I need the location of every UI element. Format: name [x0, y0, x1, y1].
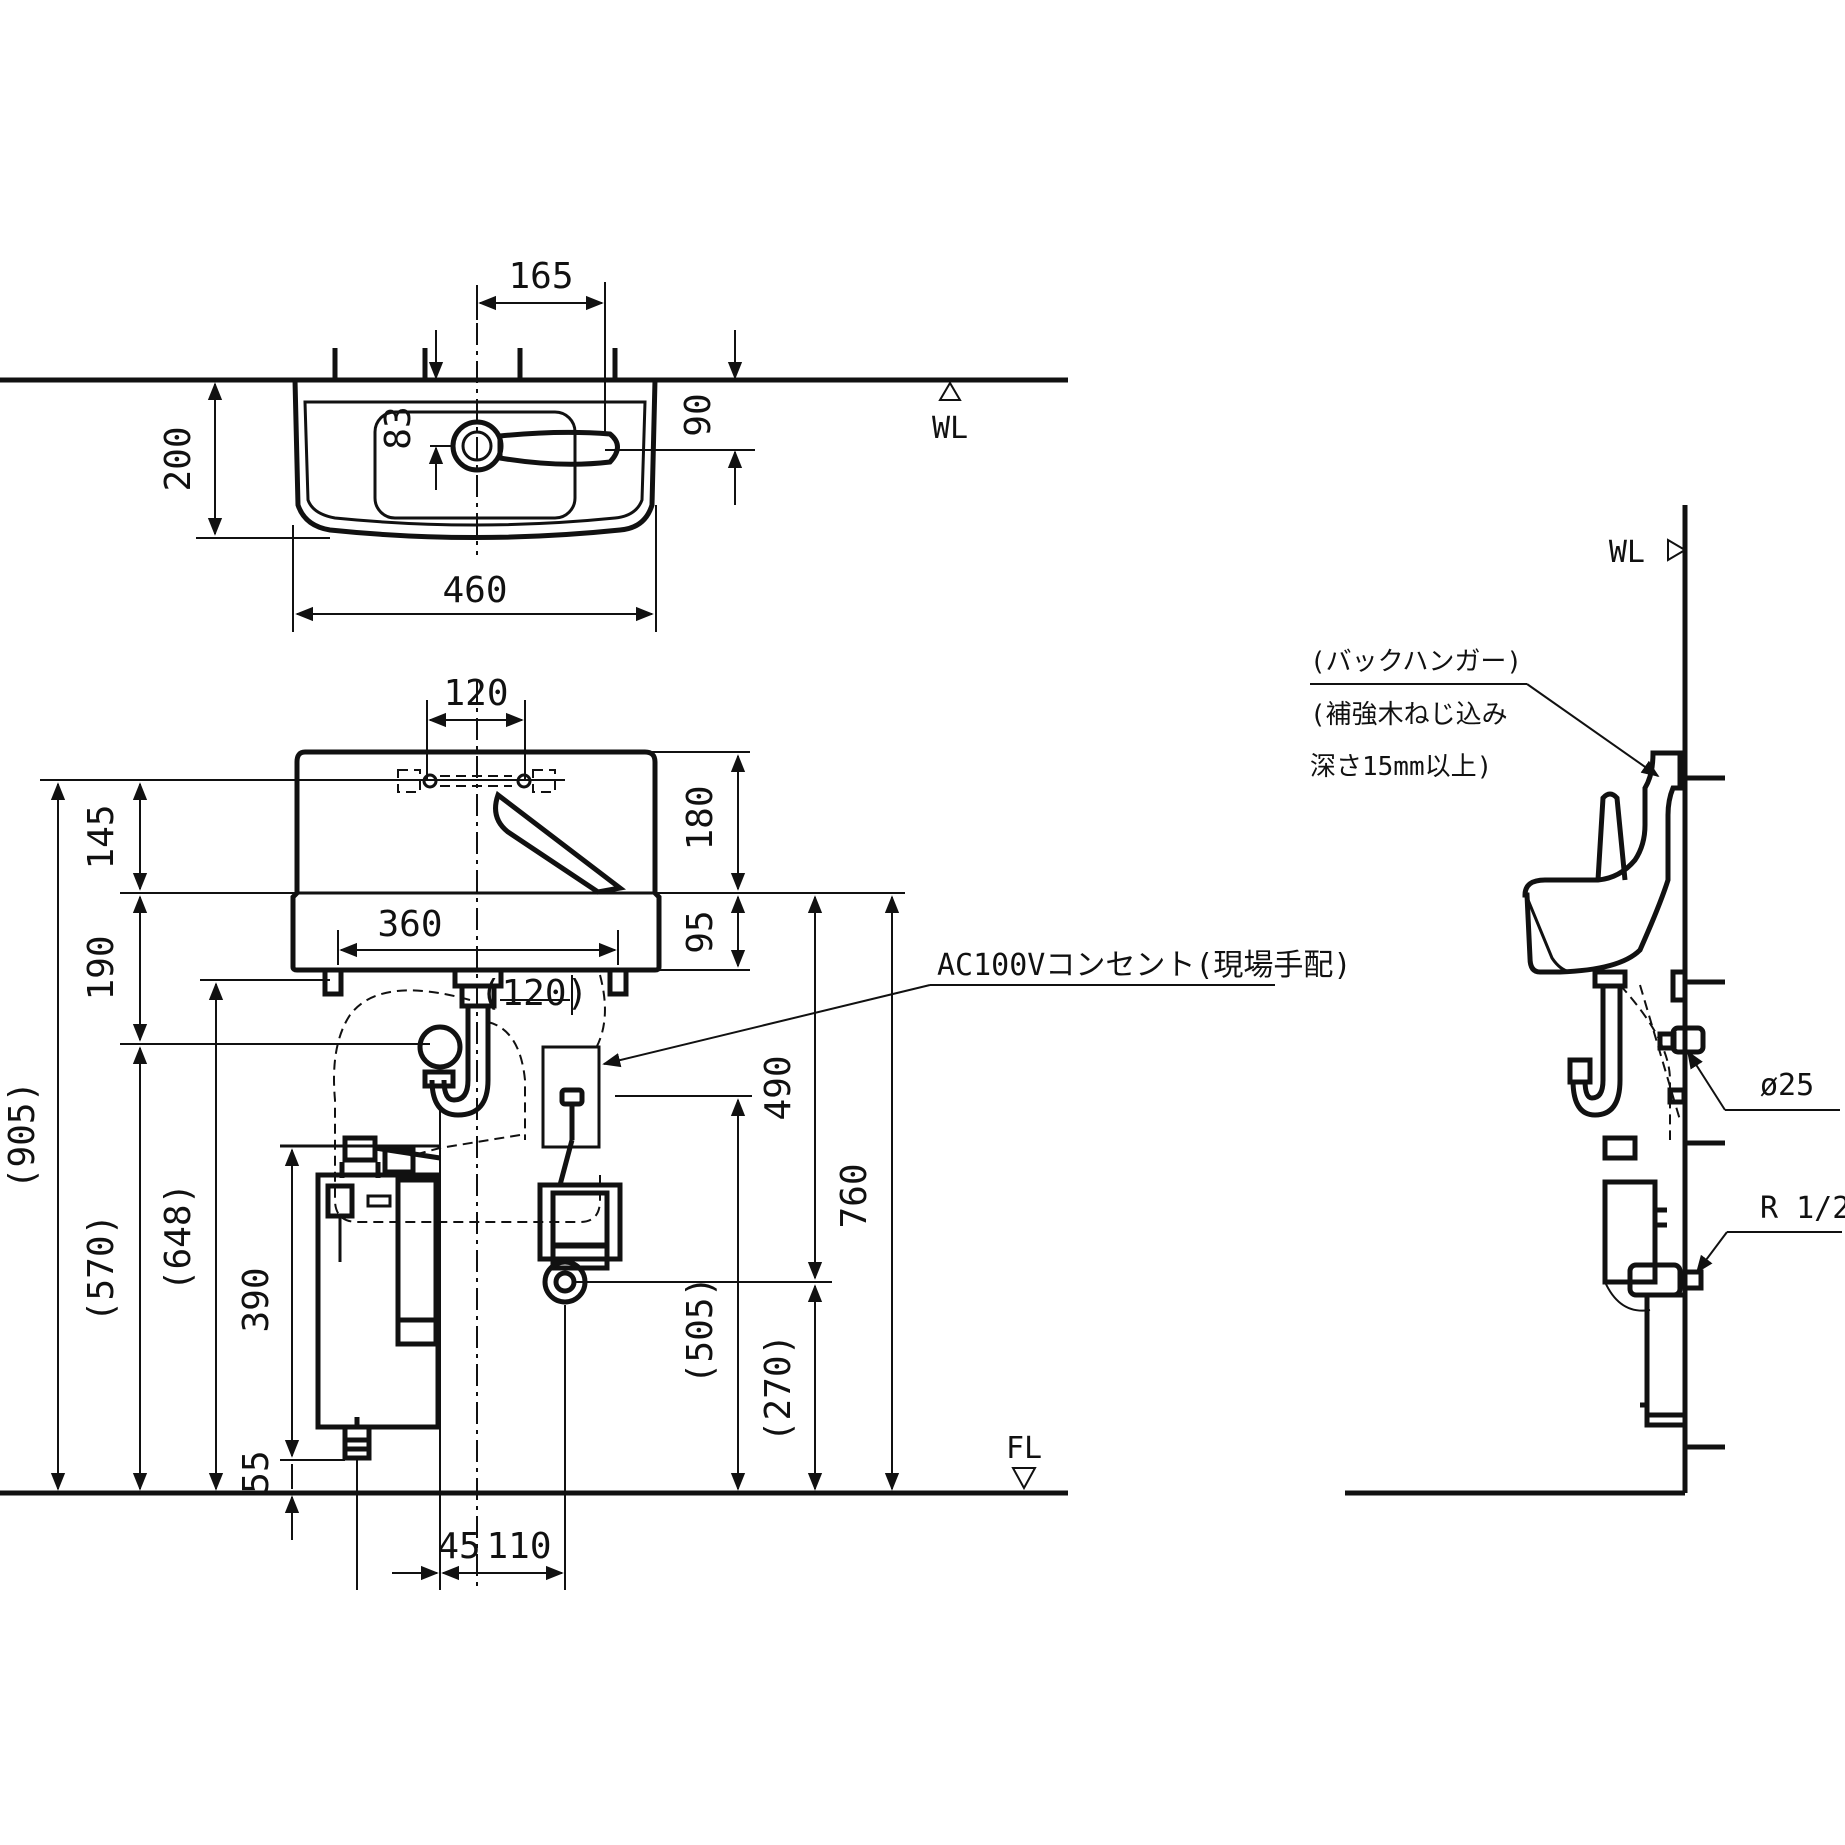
dim-165: 165 — [508, 256, 573, 297]
dim-180: 180 — [680, 785, 721, 850]
dim-390: 390 — [236, 1267, 277, 1332]
fl-label: FL — [1006, 1431, 1042, 1466]
dim-490: 490 — [758, 1055, 799, 1120]
hanger-note-2: (補強木ねじ込み — [1310, 700, 1508, 730]
dim-905: (905) — [2, 1081, 43, 1189]
dim-83: 83 — [378, 406, 419, 449]
basin-outline-plan — [292, 377, 658, 540]
dim-110: 110 — [486, 1526, 551, 1567]
dim-55: 55 — [236, 1450, 277, 1493]
hanger-note-3: 深さ15mm以上) — [1310, 752, 1492, 782]
heater-side — [1644, 1292, 1688, 1418]
control-unit-front — [537, 1182, 623, 1262]
heater-tank-front — [315, 1172, 441, 1430]
dim-460: 460 — [442, 570, 507, 611]
trap-front — [417, 1024, 463, 1070]
wl-label-side: WL — [1609, 535, 1645, 570]
side-view: WL (バックハンガー) (補強木ねじ込み — [1310, 505, 1845, 1496]
wl-label-plan: WL — [932, 411, 968, 446]
pipe-25-label: ø25 — [1760, 1068, 1814, 1103]
pipe-25-side — [1670, 1025, 1706, 1055]
dim-648: (648) — [158, 1183, 199, 1291]
front-view: 120 360 (120) (905) 145 190 (570) (648) … — [0, 673, 1352, 1590]
faucet-lever-plan — [497, 429, 620, 467]
spout-side — [1595, 791, 1628, 881]
outlet-note: AC100Vコンセント(現場手配) — [937, 948, 1352, 983]
dim-570: (570) — [81, 1214, 122, 1322]
basin-side — [1522, 750, 1683, 975]
dim-90: 90 — [678, 393, 719, 436]
plan-view: 165 200 83 90 460 WL — [0, 256, 1068, 632]
thread-label: R 1/2 — [1760, 1191, 1845, 1226]
dim-120-top: 120 — [443, 673, 508, 714]
dim-95: 95 — [680, 910, 721, 953]
basin-inner-plan — [303, 400, 647, 527]
dim-paren-120: (120) — [480, 973, 588, 1014]
dim-145: 145 — [81, 804, 122, 869]
dim-45: 45 — [437, 1526, 480, 1567]
dim-505: (505) — [680, 1276, 721, 1384]
dim-270: (270) — [758, 1334, 799, 1442]
dim-360: 360 — [377, 904, 442, 945]
dim-190: 190 — [81, 935, 122, 1000]
dim-760: 760 — [834, 1163, 875, 1228]
hanger-note-1: (バックハンガー) — [1310, 647, 1522, 677]
spout-front — [493, 790, 627, 895]
dim-200: 200 — [158, 426, 199, 491]
